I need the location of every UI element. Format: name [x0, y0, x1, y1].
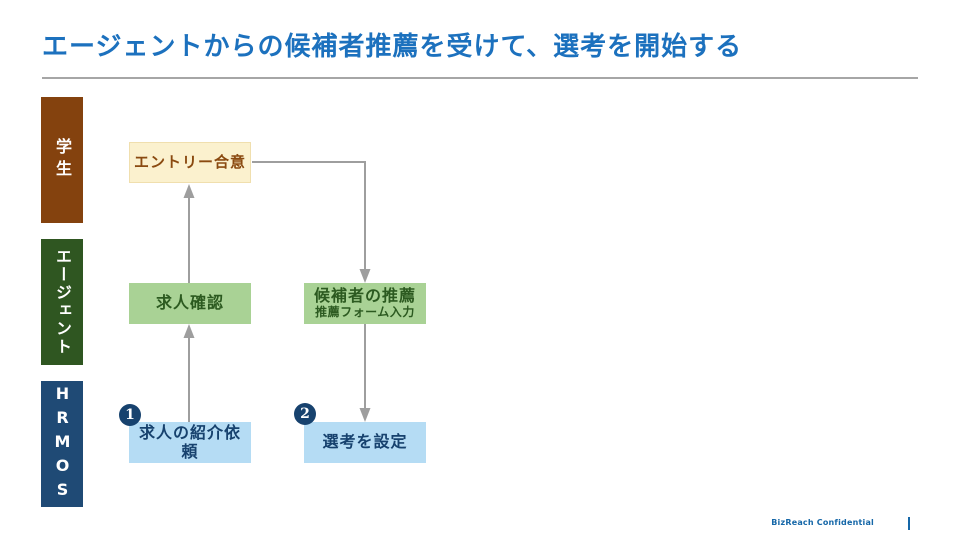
step-1-badge-number: 1	[125, 407, 135, 423]
arrow-jobcheck-to-entry	[183, 184, 195, 283]
title-underline	[42, 77, 918, 79]
arrow-entry-to-candidate	[252, 161, 371, 283]
lane-hrmos-text: HRMOS	[53, 384, 72, 504]
node-candidate-recommendation-label: 候補者の推薦	[313, 286, 416, 306]
node-selection-setup-label: 選考を設定	[322, 432, 408, 452]
arrow-candidate-to-setup	[359, 324, 371, 422]
footer-separator-bar	[908, 517, 910, 530]
node-job-check: 求人確認	[129, 283, 251, 324]
lane-student-text: 学生	[53, 138, 72, 182]
node-selection-setup: 選考を設定	[304, 422, 426, 463]
node-job-intro-request-label: 求人の紹介依頼	[138, 423, 241, 461]
step-2-badge-number: 2	[300, 406, 310, 422]
node-job-check-label: 求人確認	[155, 293, 224, 313]
lane-agent-text: エージェント	[53, 248, 72, 356]
step-1-badge: 1	[119, 404, 141, 426]
node-entry-agreement: エントリー合意	[129, 142, 251, 183]
lane-label-agent: エージェント	[41, 239, 83, 365]
node-candidate-recommendation-sublabel: 推薦フォーム入力	[315, 304, 415, 319]
step-2-badge: 2	[294, 403, 316, 425]
lane-label-student: 学生	[41, 97, 83, 223]
node-candidate-recommendation: 候補者の推薦 推薦フォーム入力	[304, 283, 426, 324]
lane-label-hrmos: HRMOS	[41, 381, 83, 507]
arrow-request-to-jobcheck	[183, 324, 195, 422]
node-job-intro-request: 求人の紹介依頼	[129, 422, 251, 463]
footer-confidential-label: BizReach Confidential	[771, 518, 874, 527]
slide-title: エージェントからの候補者推薦を受けて、選考を開始する	[42, 32, 743, 62]
node-entry-agreement-label: エントリー合意	[133, 152, 246, 171]
